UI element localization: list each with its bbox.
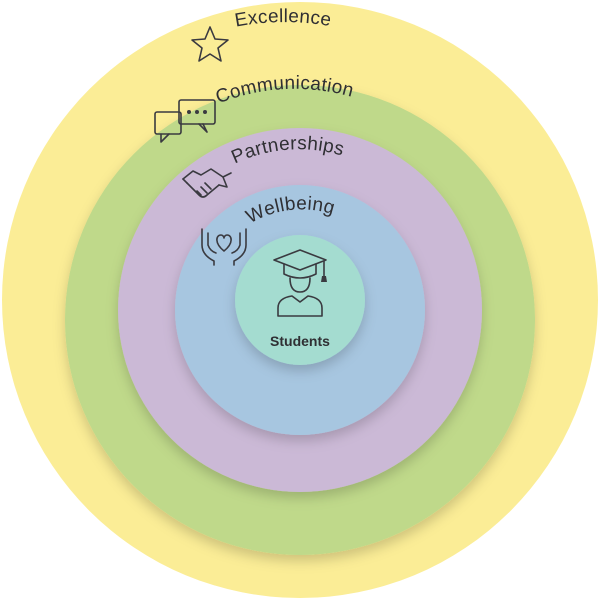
handshake-icon [182,168,232,198]
graduate-icon [273,249,327,317]
star-icon [191,26,229,62]
speech-bubbles-icon [154,99,216,143]
hands-heart-icon [201,228,247,266]
core-label: Students [270,333,330,349]
core-students [235,235,365,365]
